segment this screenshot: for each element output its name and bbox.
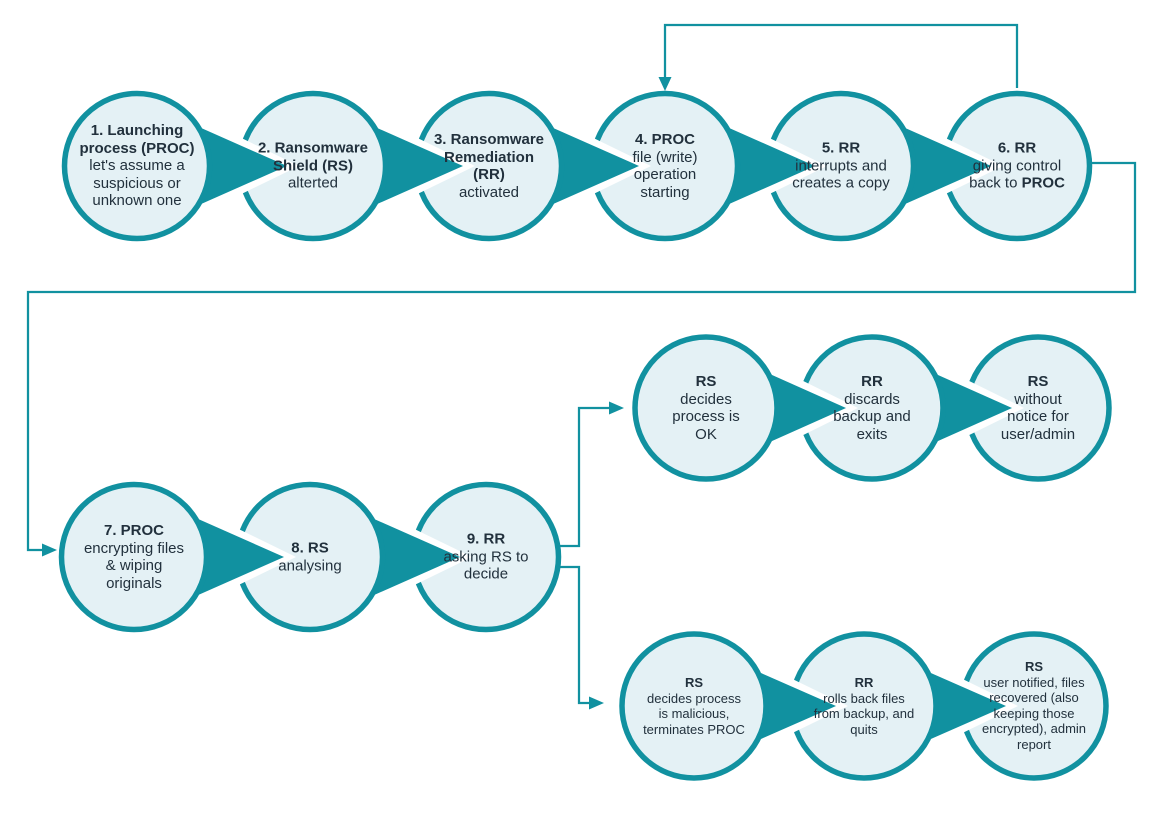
node-label-7: 7. PROC encrypting files & wiping origin… bbox=[80, 522, 188, 592]
node-title: RS bbox=[695, 372, 717, 390]
node-body: rolls back files from backup, and quits bbox=[813, 690, 915, 737]
chain-middle bbox=[58, 481, 562, 633]
node-body: giving control back to PROC bbox=[961, 157, 1073, 192]
node-label-8: 8. RS analysing bbox=[260, 539, 360, 574]
node-title: RR bbox=[861, 372, 883, 390]
node-title: 4. PROC bbox=[634, 130, 695, 148]
node-circle-7 bbox=[58, 481, 210, 633]
arrowhead-down-icon bbox=[658, 77, 672, 91]
node-circle-mal-1 bbox=[619, 631, 769, 781]
node-label-ok-2: RR discards backup and exits bbox=[829, 373, 915, 443]
branch-connector-ok bbox=[560, 406, 610, 548]
node-body: interrupts and creates a copy bbox=[792, 157, 890, 192]
node-label-3: 3. Ransomware Remediation (RR) activated bbox=[432, 131, 546, 201]
node-label-ok-3: RS without notice for user/admin bbox=[993, 373, 1083, 443]
node-title: RR bbox=[854, 674, 874, 690]
node-body: file (write) operation starting bbox=[632, 148, 698, 201]
node-title: 6. RR bbox=[997, 139, 1037, 157]
chain-branch-malicious bbox=[619, 631, 1109, 781]
node-label-2: 2. Ransomware Shield (RS) alterted bbox=[250, 140, 376, 193]
node-label-ok-1: RS decides process is OK bbox=[666, 373, 746, 443]
node-body: asking RS to decide bbox=[443, 548, 529, 583]
node-body: user notified, files recovered (also kee… bbox=[981, 674, 1087, 753]
node-title: 1. Launching process (PROC) bbox=[79, 122, 195, 157]
node-title: 8. RS bbox=[291, 539, 329, 557]
node-body: decides process is OK bbox=[672, 390, 740, 443]
node-label-1: 1. Launching process (PROC) let's assume… bbox=[76, 122, 198, 210]
node-body: discards backup and exits bbox=[833, 390, 911, 443]
loop-connector-6-to-4 bbox=[663, 23, 1019, 88]
node-body: alterted bbox=[287, 174, 339, 192]
node-label-6: 6. RR giving control back to PROC bbox=[961, 140, 1073, 193]
node-circle-ok-1 bbox=[632, 334, 780, 482]
arrowhead-right-icon bbox=[42, 543, 57, 557]
node-label-mal-3: RS user notified, files recovered (also … bbox=[977, 659, 1091, 753]
chain-branch-ok bbox=[632, 334, 1112, 482]
node-body-text: giving control back to bbox=[969, 157, 1062, 192]
node-label-mal-1: RS decides process is malicious, termina… bbox=[642, 675, 746, 737]
arrowhead-right-icon bbox=[589, 696, 604, 710]
node-body-bold: PROC bbox=[1021, 174, 1065, 192]
node-label-4: 4. PROC file (write) operation starting bbox=[619, 131, 711, 201]
node-title: 5. RR bbox=[821, 139, 861, 157]
node-label-mal-2: RR rolls back files from backup, and qui… bbox=[810, 675, 918, 737]
arrowhead-right-icon bbox=[609, 401, 624, 415]
node-label-5: 5. RR interrupts and creates a copy bbox=[782, 140, 900, 193]
node-body: analysing bbox=[278, 557, 342, 574]
node-title: 7. PROC bbox=[103, 521, 164, 539]
node-title: RS bbox=[1027, 372, 1049, 390]
node-title: 2. Ransomware Shield (RS) bbox=[257, 139, 369, 175]
node-title: 3. Ransomware Remediation (RR) bbox=[433, 130, 545, 183]
chain-top bbox=[61, 90, 1093, 242]
node-body: decides process is malicious, terminates… bbox=[643, 690, 745, 737]
node-title: RS bbox=[684, 674, 704, 690]
connector-6-to-7 bbox=[26, 161, 1137, 552]
node-body: encrypting files & wiping originals bbox=[83, 539, 185, 592]
branch-connector-malicious bbox=[560, 565, 590, 705]
node-title: 9. RR bbox=[466, 530, 506, 548]
node-circle-1 bbox=[61, 90, 213, 242]
node-body: activated bbox=[458, 183, 520, 201]
node-body: without notice for user/admin bbox=[1000, 390, 1076, 443]
node-body: let's assume a suspicious or unknown one bbox=[89, 157, 185, 210]
node-label-9: 9. RR asking RS to decide bbox=[438, 531, 534, 584]
node-title: RS bbox=[1024, 659, 1044, 675]
